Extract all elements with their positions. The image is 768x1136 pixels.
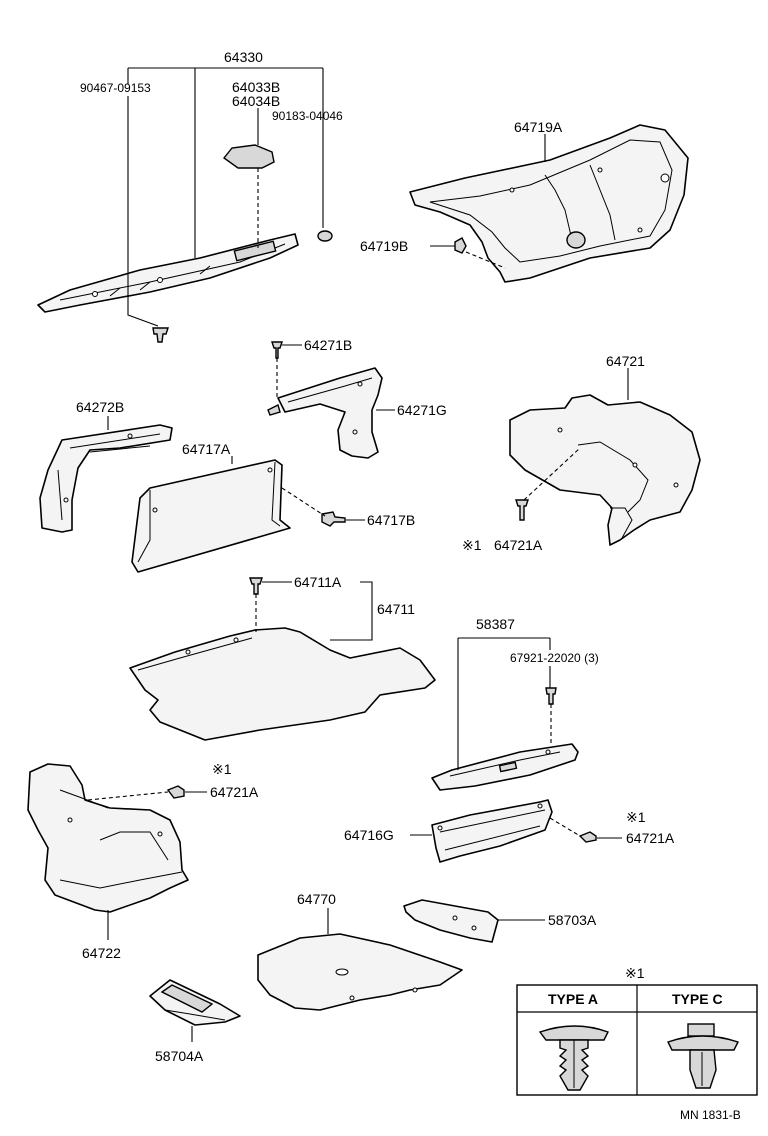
label-58703a: 58703A: [548, 912, 597, 928]
clip-64717b: [321, 511, 346, 527]
label-64770: 64770: [297, 891, 336, 907]
rear-trim-panel: [431, 743, 579, 791]
type-c-clip-icon: [667, 1023, 739, 1089]
tray-58703a: [403, 899, 499, 943]
spare-tire-cover: [257, 933, 463, 1011]
label-64711: 64711: [377, 601, 415, 617]
label-67921-22020: 67921-22020 (3): [510, 651, 599, 665]
legend-type-c: TYPE C: [672, 991, 723, 1007]
trunk-floor-mat: [129, 627, 436, 741]
clip-64721a-left: [166, 785, 185, 799]
type-a-clip-icon: [538, 1025, 609, 1091]
quarter-trim-upper: [267, 367, 383, 459]
label-64034b: 64034B: [232, 93, 280, 109]
label-64722: 64722: [82, 945, 121, 961]
clip-64721a-right: [515, 499, 529, 521]
mark-1-rear: ※1: [626, 809, 646, 825]
label-64033b: 64033B: [232, 79, 280, 95]
mark-1-right: ※1: [462, 537, 482, 553]
storage-box-58704a: [149, 979, 241, 1026]
label-64271g: 64271G: [397, 402, 447, 418]
clip-67921: [545, 687, 557, 705]
label-90467-09153: 90467-09153: [80, 81, 151, 95]
legend-mark: ※1: [625, 965, 645, 981]
label-64721: 64721: [606, 353, 645, 369]
diagram-code: MN 1831-B: [680, 1108, 741, 1122]
tray-cap: [222, 144, 275, 169]
clip-64711a: [249, 577, 263, 595]
label-64330: 64330: [224, 49, 263, 65]
mark-1-left: ※1: [212, 761, 232, 777]
label-64721a-right: 64721A: [494, 537, 543, 553]
label-64272b: 64272B: [76, 399, 124, 415]
rear-lower-trim: [431, 799, 553, 863]
label-90183-04046: 90183-04046: [272, 109, 343, 123]
trunk-lid-trim: [409, 124, 689, 283]
label-64719a: 64719A: [514, 119, 563, 135]
legend-type-a: TYPE A: [548, 991, 598, 1007]
label-64711a: 64711A: [294, 574, 342, 590]
package-tray-trim: [37, 233, 299, 313]
label-58387: 58387: [476, 616, 515, 632]
label-64271b: 64271B: [304, 337, 352, 353]
label-64717b: 64717B: [367, 512, 415, 528]
quarter-trim-left: [39, 424, 173, 533]
label-64719b: 64719B: [360, 238, 408, 254]
screw-64271b: [271, 341, 283, 359]
side-trim-left: [27, 763, 189, 913]
clip-64721a-rear: [578, 831, 597, 843]
trunk-lid-clip: [454, 237, 467, 254]
label-58704a: 58704A: [155, 1048, 204, 1064]
quarter-trim-right: [509, 394, 701, 546]
trunk-front-panel: [131, 459, 291, 573]
tray-clip: [152, 327, 169, 343]
tray-grommet: [317, 230, 333, 242]
label-64717a: 64717A: [182, 441, 231, 457]
label-64721a-left: 64721A: [210, 784, 259, 800]
label-64716g: 64716G: [344, 827, 394, 843]
label-64721a-rear: 64721A: [626, 830, 675, 846]
